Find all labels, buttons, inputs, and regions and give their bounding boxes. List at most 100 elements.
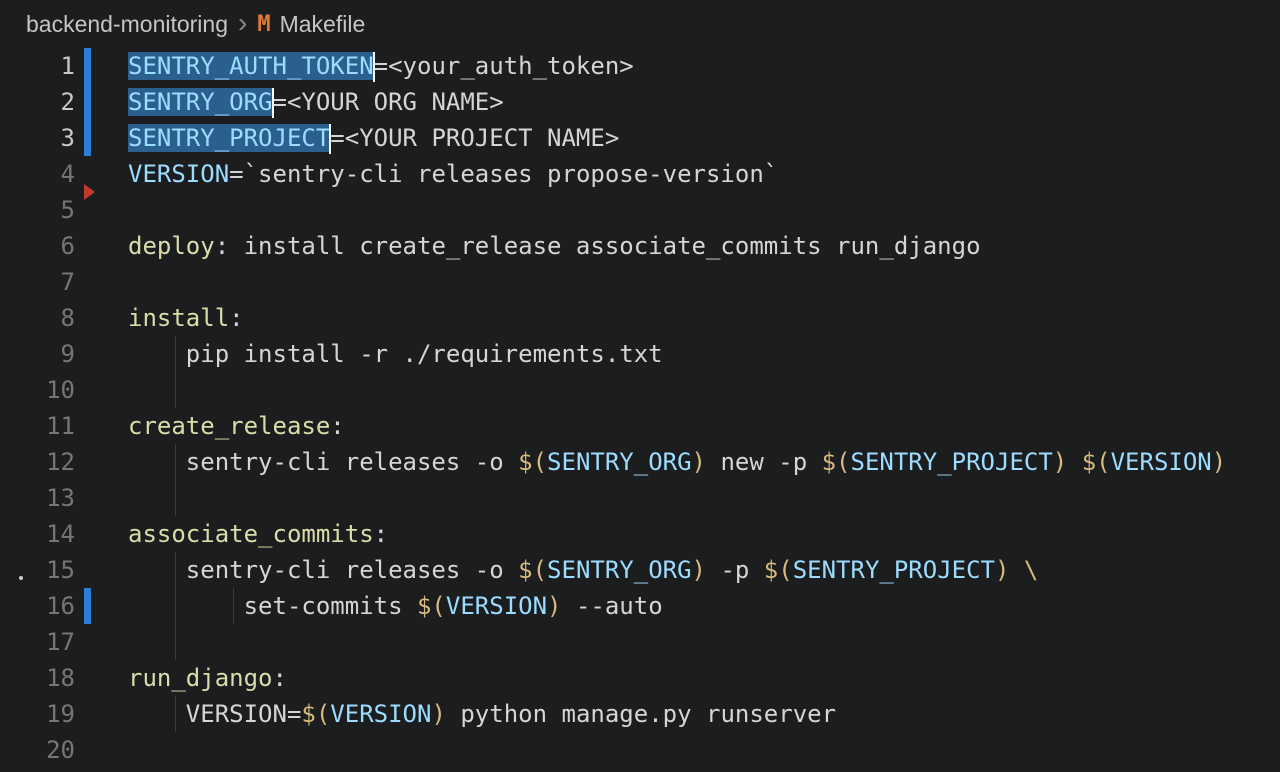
line-number: 10 xyxy=(46,376,75,404)
line-number: 1 xyxy=(60,52,75,80)
code-line[interactable]: 18 run_django: xyxy=(0,660,1280,696)
code-line[interactable]: 11 create_release: xyxy=(0,408,1280,444)
line-number: 7 xyxy=(60,268,75,296)
code-line[interactable]: 7 xyxy=(0,264,1280,300)
code-line[interactable]: 6 deploy: install create_release associat… xyxy=(0,228,1280,264)
code-text: VERSION=`sentry-cli releases propose-ver… xyxy=(128,156,778,192)
code-token: SENTRY_ORG xyxy=(547,556,692,584)
code-text: deploy: install create_release associate… xyxy=(128,228,981,264)
code-text: sentry-cli releases -o $(SENTRY_ORG) -p … xyxy=(128,552,1039,588)
code-token: : xyxy=(272,664,287,692)
code-line[interactable]: 19 VERSION=$(VERSION) python manage.py r… xyxy=(0,696,1280,732)
code-line[interactable]: 12 sentry-cli releases -o $(SENTRY_ORG) … xyxy=(0,444,1280,480)
code-line[interactable]: 4 VERSION=`sentry-cli releases propose-ve… xyxy=(0,156,1280,192)
code-line[interactable]: 9 pip install -r ./requirements.txt xyxy=(0,336,1280,372)
code-text: install: xyxy=(128,300,244,336)
modified-line-indicator xyxy=(84,48,91,84)
code-token: python manage.py runserver xyxy=(445,700,837,728)
code-token: VERSION= xyxy=(128,700,302,728)
code-token: -p xyxy=(706,556,764,584)
code-line[interactable]: 1 SENTRY_AUTH_TOKEN=<your_auth_token> xyxy=(0,48,1280,84)
gutter xyxy=(75,120,128,156)
code-line[interactable]: 10 xyxy=(0,372,1280,408)
code-line[interactable]: 15 sentry-cli releases -o $(SENTRY_ORG) … xyxy=(0,552,1280,588)
gutter xyxy=(75,552,128,588)
code-token: =`sentry-cli releases propose-version` xyxy=(229,160,779,188)
code-token: SENTRY_AUTH_TOKEN xyxy=(128,52,374,80)
modified-line-indicator xyxy=(84,120,91,156)
line-number: 6 xyxy=(60,232,75,260)
makefile-icon: M xyxy=(257,11,271,37)
code-token: ) xyxy=(431,700,446,728)
code-text: set-commits $(VERSION) --auto xyxy=(128,588,663,624)
code-token: ) xyxy=(691,556,706,584)
code-token: --auto xyxy=(561,592,663,620)
gutter xyxy=(75,696,128,732)
chevron-right-icon: › xyxy=(238,6,248,38)
code-line[interactable]: 17 xyxy=(0,624,1280,660)
code-token: =<your_auth_token> xyxy=(373,52,634,80)
text-cursor xyxy=(329,124,332,154)
code-line[interactable]: 3 SENTRY_PROJECT=<YOUR PROJECT NAME> xyxy=(0,120,1280,156)
code-token: $( xyxy=(1081,448,1111,476)
line-number: 8 xyxy=(60,304,75,332)
gutter xyxy=(75,372,128,408)
gutter xyxy=(75,184,128,228)
gutter xyxy=(75,660,128,696)
modified-line-indicator xyxy=(84,84,91,120)
code-text: SENTRY_ORG=<YOUR ORG NAME> xyxy=(128,84,504,120)
code-line[interactable]: 5 xyxy=(0,184,1280,228)
breadcrumb-file[interactable]: Makefile xyxy=(279,10,366,37)
breadcrumb-folder[interactable]: backend-monitoring xyxy=(26,10,229,37)
code-line[interactable]: 16 set-commits $(VERSION) --auto xyxy=(0,588,1280,624)
code-token: =<YOUR ORG NAME> xyxy=(272,88,504,116)
code-token: SENTRY_ORG xyxy=(128,88,273,116)
code-token: \ xyxy=(1023,556,1039,584)
code-token: deploy xyxy=(128,232,215,260)
line-number: 11 xyxy=(46,412,75,440)
code-token: ) xyxy=(1211,448,1227,476)
code-token: run_django xyxy=(128,664,273,692)
code-token: ) xyxy=(995,556,1010,584)
indent-guide-line xyxy=(175,444,176,480)
line-number: 3 xyxy=(60,124,75,152)
code-token: SENTRY_PROJECT xyxy=(850,448,1053,476)
line-number: 19 xyxy=(46,700,75,728)
code-text: SENTRY_AUTH_TOKEN=<your_auth_token> xyxy=(128,48,634,84)
code-token: : xyxy=(229,304,244,332)
code-token: VERSION xyxy=(330,700,432,728)
code-text: SENTRY_PROJECT=<YOUR PROJECT NAME> xyxy=(128,120,619,156)
line-number: 17 xyxy=(46,628,75,656)
indent-guide-line xyxy=(233,588,234,624)
code-token: create_release xyxy=(128,412,331,440)
gutter xyxy=(75,624,128,660)
breadcrumb: backend-monitoring › M Makefile xyxy=(0,0,1280,48)
code-token: : xyxy=(330,412,345,440)
code-line[interactable]: 20 xyxy=(0,732,1280,768)
gutter xyxy=(75,480,128,516)
code-token: : install create_release associate_commi… xyxy=(214,232,981,260)
gutter xyxy=(75,228,128,264)
line-number: 9 xyxy=(60,340,75,368)
line-number: 4 xyxy=(60,160,75,188)
deleted-lines-indicator xyxy=(84,184,95,200)
indent-guide-line xyxy=(175,372,176,408)
indent-guide-line xyxy=(175,588,176,624)
code-text: pip install -r ./requirements.txt xyxy=(128,336,663,372)
line-number: 18 xyxy=(46,664,75,692)
code-token xyxy=(1067,448,1081,476)
gutter xyxy=(75,408,128,444)
code-token: $( xyxy=(518,448,548,476)
code-token: $( xyxy=(763,556,793,584)
code-token: sentry-cli releases -o xyxy=(128,556,519,584)
line-number: 5 xyxy=(60,196,75,224)
indent-guide-line xyxy=(175,480,176,516)
gutter xyxy=(75,48,128,84)
code-text: run_django: xyxy=(128,660,287,696)
code-line[interactable]: 13 xyxy=(0,480,1280,516)
code-line[interactable]: 8 install: xyxy=(0,300,1280,336)
code-text: create_release: xyxy=(128,408,345,444)
